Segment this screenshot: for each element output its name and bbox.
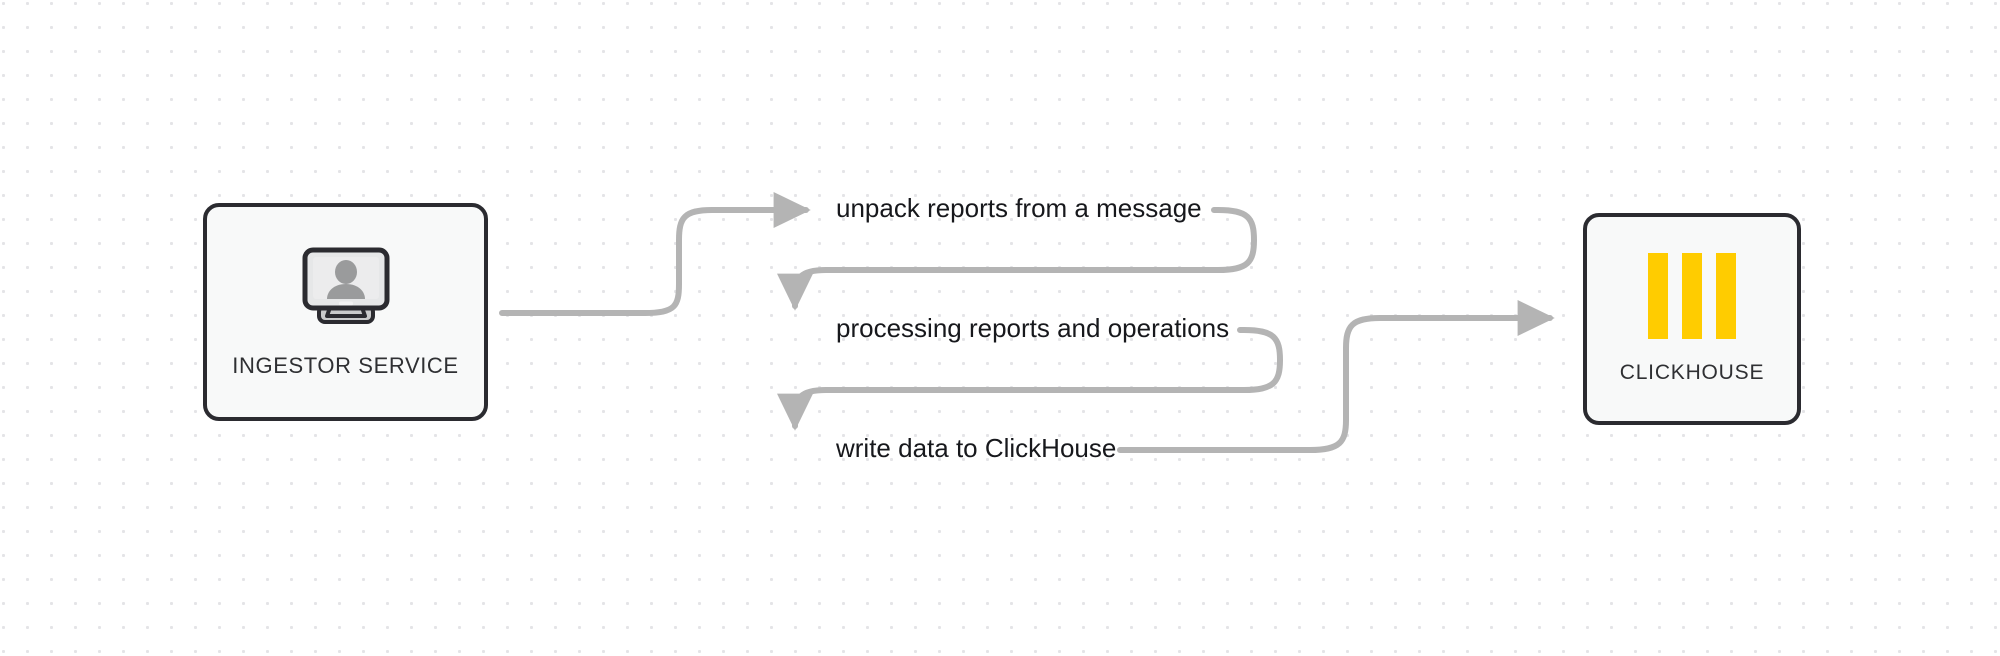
edge-label-write-data: write data to ClickHouse: [836, 433, 1117, 463]
node-label-ingestor-service: INGESTOR SERVICE: [232, 352, 459, 378]
clickhouse-bar-1: [1648, 253, 1668, 339]
clickhouse-bars-icon: [1648, 253, 1736, 339]
clickhouse-bar-3: [1716, 253, 1736, 339]
connector-processing-to-write: [777, 327, 1283, 431]
connector-unpack-to-processing: [777, 207, 1257, 311]
connector-write-to-clickhouse: [1117, 300, 1555, 453]
node-ingestor-service[interactable]: INGESTOR SERVICE: [203, 203, 488, 421]
node-clickhouse[interactable]: CLICKHOUSE: [1583, 213, 1801, 425]
node-label-clickhouse: CLICKHOUSE: [1619, 361, 1765, 384]
connector-ingestor-to-unpack: [499, 192, 811, 316]
clickhouse-bar-2: [1682, 253, 1702, 339]
monitor-user-icon: [301, 246, 391, 333]
edge-label-processing-reports: processing reports and operations: [836, 313, 1230, 343]
edge-label-unpack-reports: unpack reports from a message: [836, 193, 1202, 223]
